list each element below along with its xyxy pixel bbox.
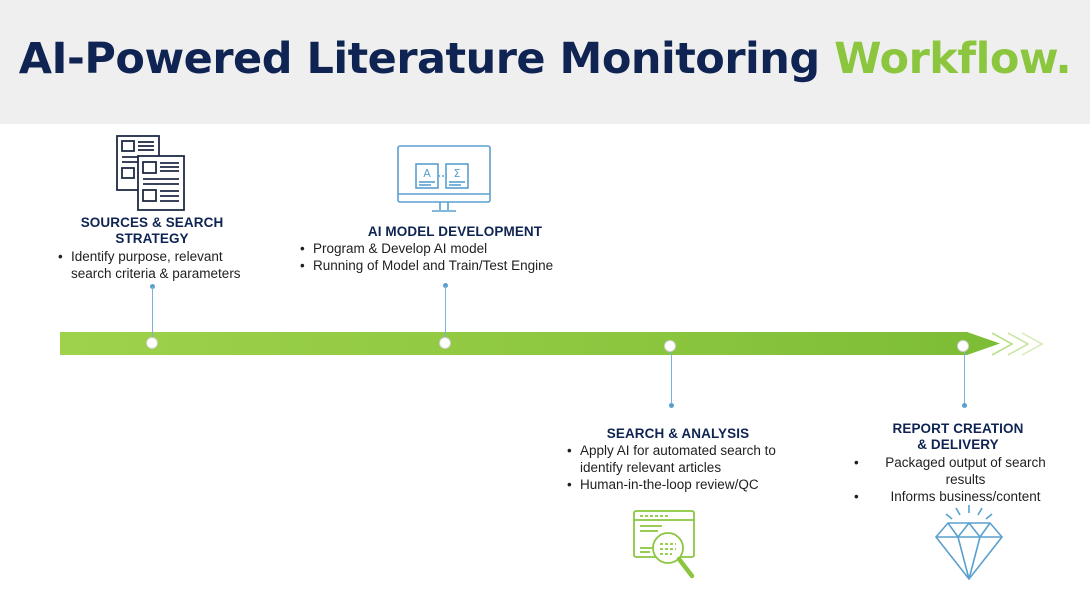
step-bullets-sources: Identify purpose, relevant search criter… [56, 248, 266, 282]
chevron-arrows-icon [991, 332, 1044, 356]
timeline-stem [152, 287, 153, 338]
svg-text:A: A [423, 167, 431, 180]
timeline-stem [671, 352, 672, 404]
step-heading-search-analysis: SEARCH & ANALYSIS [606, 426, 750, 441]
documents-icon [116, 135, 185, 211]
stem-dot [443, 283, 448, 288]
header-band: AI-Powered Literature Monitoring Workflo… [0, 0, 1090, 124]
bullet-item: Apply AI for automated search to identif… [565, 442, 805, 476]
step-heading-sources-line2: STRATEGY [115, 231, 189, 246]
bullet-item: Running of Model and Train/Test Engine [298, 257, 618, 274]
bullet-item: Human-in-the-loop review/QC [565, 476, 805, 493]
svg-text:Σ: Σ [454, 167, 461, 180]
step-heading-report-line1: REPORT CREATION [892, 421, 1024, 436]
bullet-item: Informs business/content [852, 488, 1064, 505]
title-accent: Workflow. [834, 34, 1072, 84]
bullet-item: Identify purpose, relevant search criter… [56, 248, 266, 282]
timeline-node [957, 340, 969, 352]
page-title: AI-Powered Literature Monitoring Workflo… [0, 34, 1090, 84]
bullet-item: Packaged output of search results [852, 454, 1064, 488]
step-bullets-ai-model: Program & Develop AI model Running of Mo… [298, 240, 618, 274]
bullet-item: Program & Develop AI model [298, 240, 618, 257]
timeline-stem [445, 286, 446, 337]
step-bullets-report: Packaged output of search results Inform… [852, 454, 1064, 505]
step-bullets-search-analysis: Apply AI for automated search to identif… [565, 442, 805, 493]
timeline-node [146, 337, 158, 349]
timeline-node [439, 337, 451, 349]
stem-dot [150, 284, 155, 289]
step-heading-sources-line1: SOURCES & SEARCH [80, 215, 224, 230]
timeline-arrow [60, 332, 1000, 355]
title-main: AI-Powered Literature Monitoring [18, 34, 835, 84]
step-heading-sources: SOURCES & SEARCH STRATEGY [52, 215, 252, 247]
step-heading-report: REPORT CREATION & DELIVERY [858, 421, 1058, 453]
timeline-node [664, 340, 676, 352]
step-heading-report-line2: & DELIVERY [917, 437, 999, 452]
stem-dot [669, 403, 674, 408]
diamond-icon [934, 505, 1004, 581]
magnifier-document-icon [633, 510, 695, 579]
step-heading-ai-model: AI MODEL DEVELOPMENT [367, 224, 543, 239]
monitor-icon: A Σ [397, 145, 491, 212]
stem-dot [962, 403, 967, 408]
timeline-stem [964, 352, 965, 404]
